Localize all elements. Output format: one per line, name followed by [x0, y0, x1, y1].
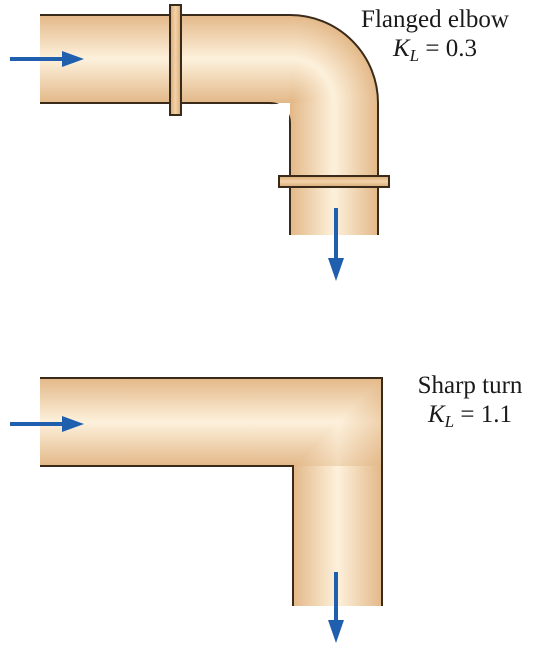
elbow-flange-vertical: [169, 4, 182, 116]
sharp-turn-pipe: [40, 377, 383, 606]
sharp-title: Sharp turn: [417, 372, 523, 399]
sharp-loss-coefficient: KL = 1.1: [395, 401, 545, 432]
sharp-label: Sharp turn KL = 1.1: [395, 372, 545, 431]
sharp-coef-symbol: K: [427, 400, 445, 428]
elbow-title: Flanged elbow: [361, 6, 509, 33]
elbow-loss-coefficient: KL = 0.3: [335, 35, 535, 66]
elbow-inner-corner: [270, 104, 289, 123]
elbow-flange-horizontal: [278, 175, 390, 188]
flanged-elbow-pipe: [40, 14, 379, 235]
elbow-coef-value: = 0.3: [425, 34, 477, 62]
elbow-label: Flanged elbow KL = 0.3: [335, 6, 535, 65]
sharp-coef-subscript: L: [444, 411, 455, 431]
elbow-coef-subscript: L: [409, 45, 420, 65]
sharp-coef-value: = 1.1: [460, 400, 512, 428]
elbow-inlet-arrow: [10, 51, 84, 67]
sharp-inlet-arrow: [10, 416, 84, 432]
elbow-outlet-arrow: [328, 208, 344, 281]
elbow-coef-symbol: K: [392, 34, 410, 62]
elbow-bend: [290, 15, 378, 103]
sharp-outlet-arrow: [328, 572, 344, 643]
